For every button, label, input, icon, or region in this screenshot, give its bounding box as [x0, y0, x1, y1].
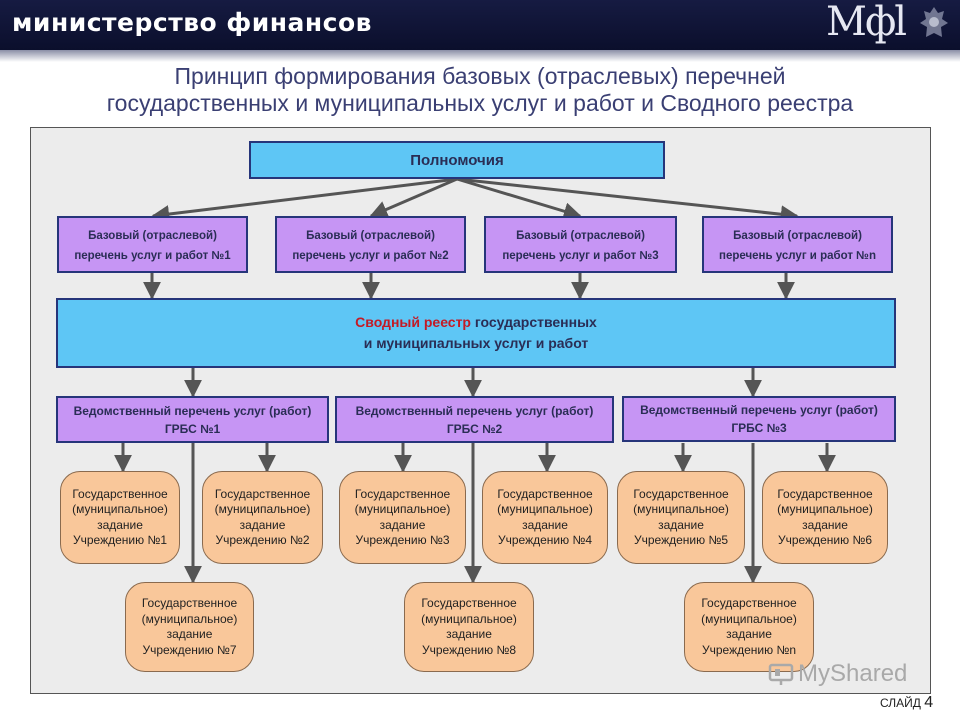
emblem-icon — [920, 7, 948, 37]
registry-line-1-rest: государственных — [470, 314, 597, 330]
task-4-line1: Государственное — [497, 486, 593, 501]
task-8-line1: Государственное — [421, 596, 517, 610]
ministry-logo: Mфl — [826, 0, 956, 47]
base-list-1-line1: Базовый (отраслевой) — [88, 229, 217, 242]
task-3-line1: Государственное — [354, 486, 451, 501]
base-list-2: Базовый (отраслевой) перечень услуг и ра… — [275, 216, 466, 273]
task-7-line2: (муниципальное) — [141, 611, 238, 626]
consolidated-registry: Сводный реестр государственных и муницип… — [56, 298, 896, 368]
task-2-line1: Государственное — [214, 486, 311, 501]
task-2-line3: задание — [239, 517, 286, 532]
slide-label: СЛАЙД — [880, 696, 921, 710]
task-3-recipient: Учреждению №3 — [355, 533, 450, 547]
authority-box: Полномочия — [249, 141, 665, 179]
task-n-line2: (муниципальное) — [701, 611, 797, 626]
arrow-top-to-base-n — [456, 177, 799, 224]
task-3-line2: (муниципальное) — [354, 502, 451, 516]
task-n-line1: Государственное — [701, 596, 797, 610]
base-list-2-line2: перечень услуг и работ №2 — [292, 249, 449, 262]
registry-line-2: и муниципальных услуг и работ — [363, 335, 589, 351]
task-3-line3: задание — [379, 517, 426, 532]
task-7-line3: задание — [166, 627, 213, 641]
task-8-line2: (муниципальное) — [421, 611, 517, 626]
header-shadow — [0, 50, 960, 62]
base-list-2-line1: Базовый (отраслевой) — [306, 229, 435, 242]
task-1-recipient: Учреждению №1 — [72, 533, 167, 547]
task-8-recipient: Учреждению №8 — [421, 642, 516, 657]
task-1-line1: Государственное — [72, 486, 168, 501]
task-n-line3: задание — [726, 627, 772, 641]
dept-list-1: Ведомственный перечень услуг (работ) ГРБ… — [56, 396, 329, 443]
arrow-top-to-base-2 — [369, 177, 458, 218]
task-5-line1: Государственное — [633, 486, 729, 501]
task-4-line3: задание — [522, 517, 568, 532]
registry-highlight: Сводный реестр — [355, 314, 471, 330]
task-2-recipient: Учреждению №2 — [215, 533, 310, 547]
title-line-2: государственных и муниципальных услуг и … — [106, 90, 854, 116]
task-2-line2: (муниципальное) — [214, 502, 311, 516]
task-8-line3: задание — [446, 627, 492, 641]
logo-text: Mфl — [826, 0, 907, 45]
task-7-line1: Государственное — [141, 596, 238, 610]
task-1-line3: задание — [97, 517, 143, 532]
task-5-recipient: Учреждению №5 — [633, 533, 728, 547]
task-5-line2: (муниципальное) — [633, 502, 729, 516]
presentation-icon — [768, 663, 794, 685]
base-list-n: Базовый (отраслевой) перечень услуг и ра… — [702, 216, 893, 273]
base-list-1-line2: перечень услуг и работ №1 — [74, 249, 231, 262]
title-line-1: Принцип формирования базовых (отраслевых… — [174, 63, 786, 89]
base-list-1: Базовый (отраслевой) перечень услуг и ра… — [57, 216, 248, 273]
ministry-name: министерство финансов — [12, 8, 372, 37]
dept-list-3-line1: Ведомственный перечень услуг (работ) — [640, 403, 878, 417]
arrow-top-to-base-3 — [456, 177, 582, 220]
slide-number-value: 4 — [924, 694, 934, 711]
dept-list-2-line1: Ведомственный перечень услуг (работ) — [355, 403, 594, 418]
slide-title: Принцип формирования базовых (отраслевых… — [20, 63, 940, 117]
arrow-top-to-base-1 — [151, 177, 458, 223]
base-list-3-line2: перечень услуг и работ №3 — [502, 249, 659, 262]
dept-list-3-line2: ГРБС №3 — [731, 421, 787, 435]
slide-number: СЛАЙД 4 — [880, 694, 933, 712]
dept-list-1-line2: ГРБС №1 — [164, 421, 221, 436]
task-4-recipient: Учреждению №4 — [497, 533, 592, 547]
watermark-text: MyShared — [798, 660, 908, 687]
watermark: MyShared — [768, 660, 907, 688]
task-5-line3: задание — [658, 517, 704, 532]
task-6-line1: Государственное — [777, 486, 873, 501]
dept-list-1-line1: Ведомственный перечень услуг (работ) — [73, 403, 312, 418]
base-list-3: Базовый (отраслевой) перечень услуг и ра… — [484, 216, 677, 273]
header-bar: министерство финансов Mфl — [0, 0, 960, 50]
task-7-recipient: Учреждению №7 — [142, 642, 237, 657]
task-6-recipient: Учреждению №6 — [777, 533, 872, 547]
base-list-n-line1: Базовый (отраслевой) — [733, 229, 862, 242]
task-6-line3: задание — [802, 517, 848, 532]
task-1-line2: (муниципальное) — [72, 502, 168, 516]
base-list-n-line2: перечень услуг и работ №n — [719, 249, 876, 262]
authority-label: Полномочия — [410, 151, 504, 169]
base-list-3-line1: Базовый (отраслевой) — [516, 229, 645, 242]
dept-list-2-line2: ГРБС №2 — [446, 421, 503, 436]
task-n-recipient: Учреждению №n — [701, 642, 796, 657]
task-4-line2: (муниципальное) — [497, 502, 593, 516]
registry-line-1: Сводный реестр государственных — [355, 312, 597, 333]
dept-list-2: Ведомственный перечень услуг (работ) ГРБ… — [335, 396, 614, 443]
dept-list-3: Ведомственный перечень услуг (работ) ГРБ… — [622, 396, 896, 442]
task-6-line2: (муниципальное) — [777, 502, 873, 516]
